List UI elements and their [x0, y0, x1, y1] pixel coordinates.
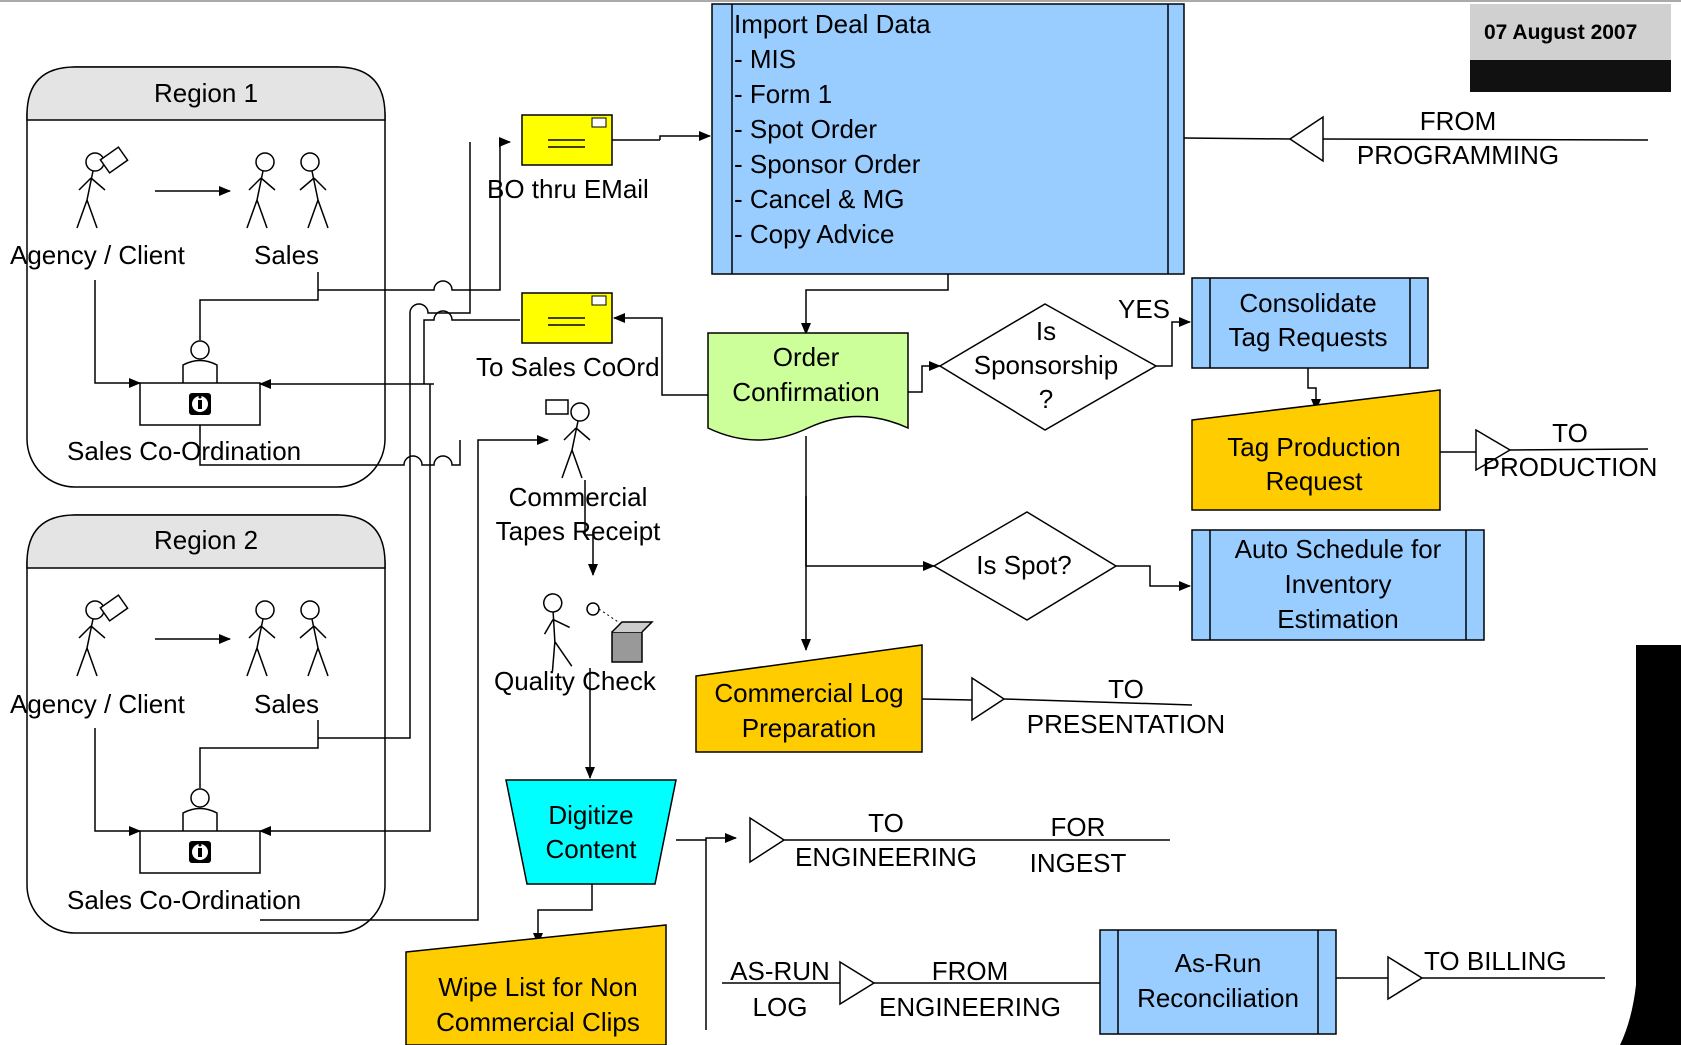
- agency-client-figure-1: [76, 146, 129, 229]
- tapes-receipt-line-1: Commercial: [508, 482, 648, 512]
- digitize-line-2: Content: [545, 834, 637, 864]
- bo-email-envelope: [521, 114, 613, 166]
- wipe-list-line-1: Wipe List for Non: [438, 972, 638, 1002]
- tapes-receipt-figure: [545, 399, 591, 479]
- import-deal-line-3: - Spot Order: [734, 114, 878, 144]
- is-sponsorship-line-3: ?: [1038, 384, 1054, 414]
- from-programming-line-1: FROM: [1419, 106, 1497, 136]
- to-billing-connector: [1387, 955, 1424, 1001]
- order-confirmation-line-2: Confirmation: [732, 377, 880, 407]
- commercial-log-line-2: Preparation: [741, 713, 877, 743]
- consolidate-tag-box: [1191, 277, 1429, 369]
- yes-label: YES: [1118, 294, 1171, 324]
- agency-client-figure-2: [76, 594, 129, 677]
- sales-label-2: Sales: [254, 689, 320, 719]
- agency-client-label-2: Agency / Client: [10, 689, 185, 719]
- digitize-line-1: Digitize: [548, 800, 634, 830]
- import-deal-line-6: - Copy Advice: [734, 219, 895, 249]
- is-sponsorship-line-1: Is: [1035, 316, 1057, 346]
- consolidate-line-2: Tag Requests: [1228, 322, 1388, 352]
- import-deal-box: [711, 3, 1185, 275]
- commercial-log-line-1: Commercial Log: [714, 678, 904, 708]
- coordination-desk-1: [139, 340, 261, 426]
- to-billing-label: TO BILLING: [1424, 946, 1567, 976]
- is-sponsorship-line-2: Sponsorship: [973, 350, 1119, 380]
- wipe-list-line-2: Commercial Clips: [436, 1007, 640, 1037]
- import-deal-line-5: - Cancel & MG: [734, 184, 905, 214]
- coordination-label-2: Sales Co-Ordination: [67, 885, 302, 915]
- sales-label-1: Sales: [254, 240, 320, 270]
- is-spot-decision: [932, 511, 1118, 621]
- is-sponsorship-decision: [938, 303, 1158, 431]
- from-engineering-line-2: ENGINEERING: [878, 992, 1062, 1022]
- to-presentation-line-1: TO: [1108, 674, 1144, 704]
- region-2-title: Region 2: [153, 525, 259, 555]
- auto-schedule-box: [1191, 529, 1485, 641]
- region-1-title: Region 1: [153, 78, 259, 108]
- import-deal-line-2: - Form 1: [734, 79, 833, 109]
- from-programming-line-2: PROGRAMMING: [1356, 140, 1560, 170]
- to-presentation-connector: [971, 676, 1006, 722]
- as-run-log-line-1: AS-RUN: [730, 956, 830, 986]
- bo-email-label: BO thru EMail: [487, 174, 649, 204]
- to-sales-coord-envelope: [521, 292, 613, 344]
- order-confirmation-document: [707, 332, 909, 441]
- to-production-line-1: TO: [1552, 418, 1588, 448]
- to-engineering-connector: [749, 816, 786, 864]
- to-engineering-line-1: TO: [868, 808, 904, 838]
- to-presentation-line-2: PRESENTATION: [1026, 709, 1226, 739]
- consolidate-line-1: Consolidate: [1239, 288, 1377, 318]
- import-deal-line-4: - Sponsor Order: [734, 149, 921, 179]
- to-production-connector: [1475, 428, 1512, 472]
- import-deal-line-1: - MIS: [734, 44, 797, 74]
- date-label: 07 August 2007: [1484, 21, 1638, 44]
- auto-schedule-line-2: Inventory: [1284, 569, 1392, 599]
- from-engineering-line-1: FROM: [931, 956, 1009, 986]
- digitize-content: [505, 779, 677, 885]
- as-run-reconciliation-box: [1099, 929, 1337, 1035]
- auto-schedule-line-1: Auto Schedule for: [1234, 534, 1442, 564]
- for-ingest-line-1: FOR: [1050, 812, 1106, 842]
- region-2-container: [26, 514, 386, 934]
- tag-production-line-1: Tag Production: [1227, 432, 1401, 462]
- from-programming-connector: [1288, 115, 1324, 163]
- commercial-log-preparation: [695, 644, 923, 753]
- agency-client-label-1: Agency / Client: [10, 240, 185, 270]
- tapes-receipt-line-2: Tapes Receipt: [495, 516, 661, 546]
- order-confirmation-line-1: Order: [772, 342, 840, 372]
- is-spot-label: Is Spot?: [976, 550, 1072, 580]
- as-run-recon-line-1: As-Run: [1174, 948, 1262, 978]
- tag-production-request: [1191, 389, 1441, 511]
- wipe-list: [405, 924, 667, 1045]
- as-run-recon-line-2: Reconciliation: [1137, 983, 1299, 1013]
- from-engineering-connector: [839, 960, 876, 1006]
- quality-check-figure: [532, 590, 654, 673]
- coordination-label-1: Sales Co-Ordination: [67, 436, 302, 466]
- for-ingest-line-2: INGEST: [1029, 848, 1127, 878]
- date-box: [1470, 4, 1671, 92]
- import-deal-line-0: Import Deal Data: [734, 9, 931, 39]
- to-production-line-2: PRODUCTION: [1482, 452, 1658, 482]
- coordination-desk-2: [139, 788, 261, 874]
- to-engineering-line-2: ENGINEERING: [794, 842, 978, 872]
- tag-production-line-2: Request: [1265, 466, 1363, 496]
- to-sales-coord-label: To Sales CoOrd: [476, 352, 660, 382]
- as-run-log-line-2: LOG: [752, 992, 808, 1022]
- right-decor-bar: [1620, 645, 1681, 1045]
- quality-check-label: Quality Check: [494, 666, 656, 696]
- auto-schedule-line-3: Estimation: [1277, 604, 1399, 634]
- region-1-container: [26, 66, 386, 488]
